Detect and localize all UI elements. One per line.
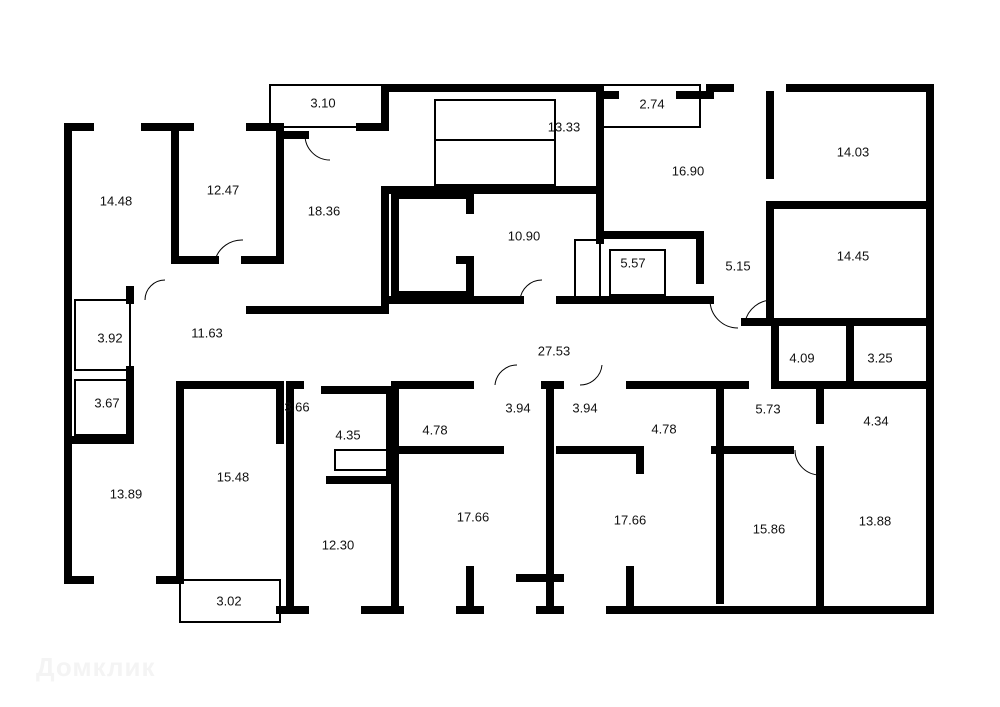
room-area-label: 10.90: [507, 228, 541, 244]
room-area-label: 17.66: [456, 509, 490, 525]
doors: [144, 134, 821, 476]
room-area-label: 3.02: [216, 593, 242, 609]
room-area-label: 16.90: [671, 163, 705, 179]
room-area-label: 18.36: [307, 203, 341, 219]
room-area-label: 3.25: [867, 350, 893, 366]
room-area-label: 14.48: [99, 193, 133, 209]
room-area-label: 13.89: [109, 486, 143, 502]
room-area-label: 13.88: [858, 513, 892, 529]
thin-walls: [74, 84, 701, 623]
room-area-label: 3.92: [97, 330, 123, 346]
room-area-label: 3.94: [505, 400, 531, 416]
room-area-label: 5.73: [755, 401, 781, 417]
room-area-label: 12.47: [206, 182, 240, 198]
room-area-label: 5.15: [725, 258, 751, 274]
room-area-label: 3.67: [94, 395, 120, 411]
room-area-label: 14.03: [836, 144, 870, 160]
room-area-label: 4.78: [651, 421, 677, 437]
room-area-label: 3.66: [284, 399, 310, 415]
room-area-label: 15.86: [752, 521, 786, 537]
room-area-label: 3.10: [310, 95, 336, 111]
room-area-label: 3.94: [572, 400, 598, 416]
walls: [64, 84, 934, 614]
room-area-label: 2.74: [639, 96, 665, 112]
room-area-label: 14.45: [836, 248, 870, 264]
room-area-label: 27.53: [537, 343, 571, 359]
room-area-label: 4.35: [335, 427, 361, 443]
domclick-watermark: Домклик: [36, 652, 156, 682]
room-area-label: 17.66: [613, 512, 647, 528]
room-area-label: 13.33: [547, 119, 581, 135]
room-area-label: 12.30: [321, 537, 355, 553]
room-area-label: 15.48: [216, 469, 250, 485]
room-area-label: 11.63: [191, 325, 223, 341]
room-area-label: 4.34: [863, 413, 889, 429]
room-area-label: 4.09: [789, 350, 815, 366]
room-area-label: 4.78: [422, 422, 448, 438]
room-area-label: 5.57: [620, 255, 646, 271]
